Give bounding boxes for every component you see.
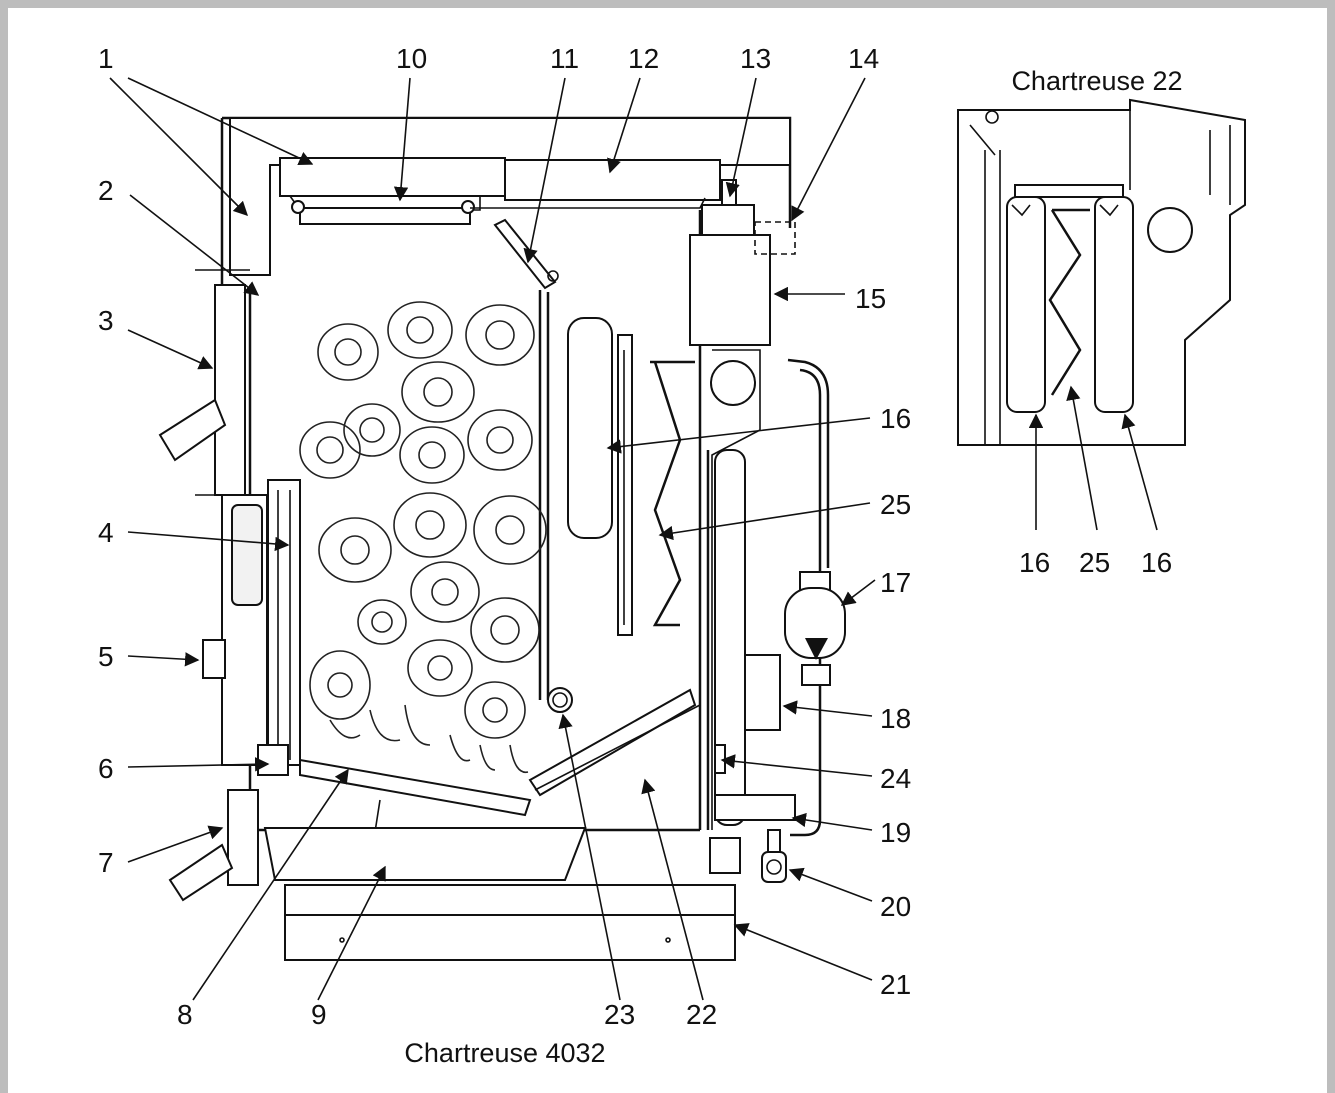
- part-20-tap: [761, 851, 787, 883]
- callout-8: 8: [177, 999, 193, 1030]
- part-25-zigzag: [650, 360, 695, 627]
- callout-4: 4: [98, 517, 114, 548]
- part-15-collar: [689, 234, 771, 346]
- upper-door: [214, 284, 246, 496]
- callout-labels: 1 2 3 4 5 6 7 8 9 10 11 12 13 14 15 16 2…: [98, 43, 1172, 1030]
- part-5-knob: [202, 639, 226, 679]
- inset-element-16-right: [1094, 196, 1134, 413]
- callout-23: 23: [604, 999, 635, 1030]
- callout-25: 25: [880, 489, 911, 520]
- part-9-ashpan: [263, 827, 587, 881]
- part-1-top-plate: [279, 157, 506, 197]
- callout-21: 21: [880, 969, 911, 1000]
- callout-12: 12: [628, 43, 659, 74]
- stove-body: [158, 116, 846, 961]
- inset-zigzag-25: [1048, 208, 1090, 396]
- main-caption: Chartreuse 4032: [404, 1038, 605, 1068]
- part-4-glass: [267, 479, 301, 766]
- part-8-grate: [299, 758, 532, 817]
- callout-17: 17: [880, 567, 911, 598]
- callout-22: 22: [686, 999, 717, 1030]
- inset-callout-16-right: 16: [1141, 547, 1172, 578]
- callout-15: 15: [855, 283, 886, 314]
- lower-door: [227, 789, 259, 886]
- part-6: [257, 744, 289, 776]
- callout-14: 14: [848, 43, 879, 74]
- inset-caption: Chartreuse 22: [1011, 66, 1182, 96]
- part-23-ring: [547, 687, 573, 713]
- inset-element-16-left: [1006, 196, 1046, 413]
- inset-callout-25: 25: [1079, 547, 1110, 578]
- firewood-logs: [299, 301, 547, 774]
- callout-10: 10: [396, 43, 427, 74]
- callout-11: 11: [550, 43, 579, 74]
- callout-9: 9: [311, 999, 327, 1030]
- callout-2: 2: [98, 175, 114, 206]
- callout-5: 5: [98, 641, 114, 672]
- leader-lines: [109, 77, 1158, 1001]
- lower-door-handle: [168, 843, 234, 902]
- callout-24: 24: [880, 763, 911, 794]
- inset-drawing: [957, 98, 1246, 446]
- part-16-element: [567, 317, 613, 539]
- part-11-deflector: [493, 218, 557, 290]
- callout-20: 20: [880, 891, 911, 922]
- part-18-box: [744, 654, 781, 731]
- callout-16: 16: [880, 403, 911, 434]
- flue-pipe: [710, 360, 756, 406]
- callout-13: 13: [740, 43, 771, 74]
- upper-door-handle: [158, 398, 227, 462]
- callout-6: 6: [98, 753, 114, 784]
- inset-callout-16-left: 16: [1019, 547, 1050, 578]
- callout-7: 7: [98, 847, 114, 878]
- callout-19: 19: [880, 817, 911, 848]
- callout-3: 3: [98, 305, 114, 336]
- part-19-pipe: [714, 794, 796, 821]
- callout-1: 1: [98, 43, 114, 74]
- callout-18: 18: [880, 703, 911, 734]
